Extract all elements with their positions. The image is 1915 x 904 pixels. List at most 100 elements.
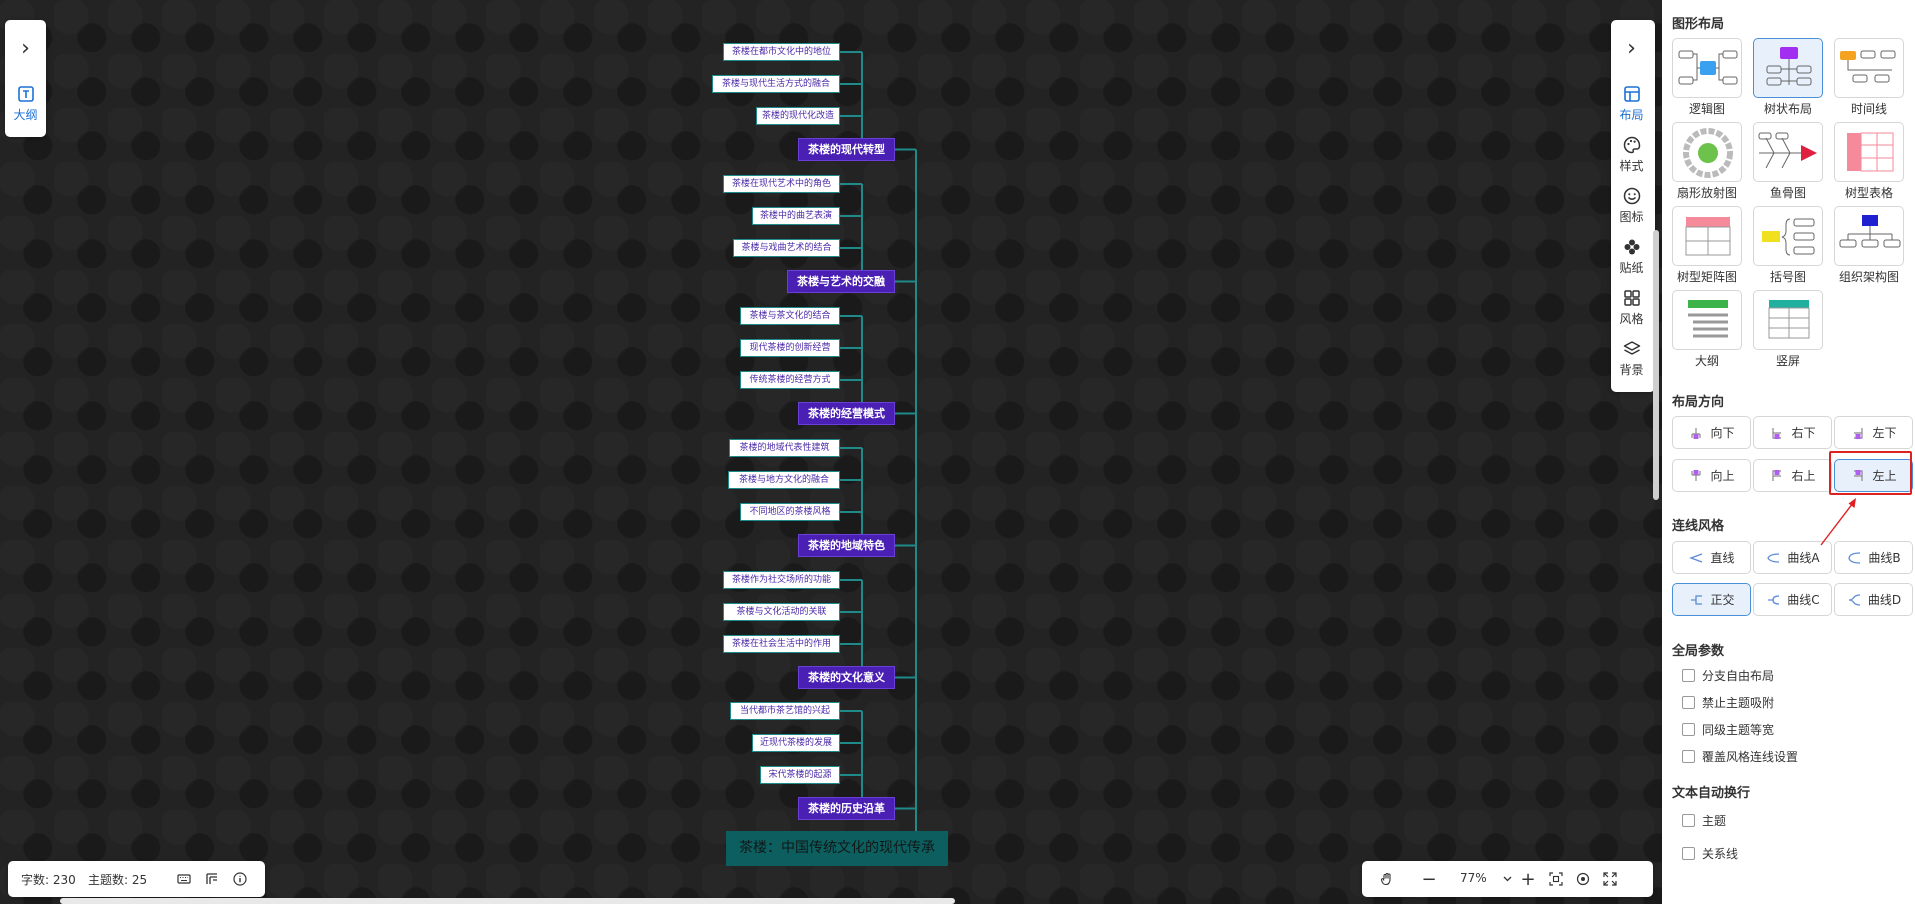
zoom-in-button[interactable]: + bbox=[1520, 868, 1536, 890]
checkbox[interactable] bbox=[1682, 696, 1695, 709]
line-style-option-label: 曲线C bbox=[1787, 593, 1820, 607]
checkbox[interactable] bbox=[1682, 814, 1695, 827]
sub-topic[interactable]: 茶楼与现代生活方式的融合 bbox=[712, 75, 840, 93]
line-style-option-label: 正交 bbox=[1710, 593, 1735, 607]
sub-topic[interactable]: 当代都市茶艺馆的兴起 bbox=[730, 702, 840, 720]
sub-topic[interactable]: 茶楼在社会生活中的作用 bbox=[723, 635, 840, 653]
fullscreen-button[interactable] bbox=[1600, 869, 1620, 889]
direction-option[interactable]: 右上 bbox=[1753, 459, 1832, 492]
fit-canvas-button[interactable] bbox=[1546, 869, 1566, 889]
global-option-label: 禁止主题吸附 bbox=[1702, 696, 1775, 710]
sub-topic[interactable]: 茶楼在现代艺术中的角色 bbox=[723, 175, 840, 193]
zoom-level[interactable]: 77% bbox=[1460, 871, 1487, 885]
direction-option[interactable]: 右下 bbox=[1753, 416, 1832, 449]
mini-map-icon[interactable] bbox=[205, 872, 219, 886]
vertical-scrollbar[interactable] bbox=[1653, 230, 1659, 500]
sub-topic[interactable]: 茶楼的地域代表性建筑 bbox=[729, 439, 840, 457]
sub-topic[interactable]: 茶楼与地方文化的融合 bbox=[728, 471, 840, 489]
branch-topic[interactable]: 茶楼的地域特色 bbox=[798, 534, 895, 557]
sub-topic[interactable]: 茶楼中的曲艺表演 bbox=[752, 207, 840, 225]
checkbox[interactable] bbox=[1682, 723, 1695, 736]
sub-topic[interactable]: 现代茶楼的创新经营 bbox=[740, 339, 840, 357]
branch-topic[interactable]: 茶楼的经营模式 bbox=[798, 402, 895, 425]
layout-logic-card[interactable] bbox=[1672, 38, 1742, 98]
sub-topic[interactable]: 茶楼在都市文化中的地位 bbox=[723, 43, 840, 61]
layout-org-chart-card[interactable] bbox=[1834, 206, 1904, 266]
text-wrap-checkbox[interactable]: 主题 bbox=[1682, 812, 1726, 829]
hand-tool-button[interactable] bbox=[1377, 869, 1397, 889]
layout-bracket-card[interactable] bbox=[1753, 206, 1823, 266]
branch-topic[interactable]: 茶楼的现代转型 bbox=[798, 138, 895, 161]
layout-outline-card[interactable] bbox=[1672, 290, 1742, 350]
tool-background[interactable]: 背景 bbox=[1611, 339, 1652, 378]
direction-option[interactable]: 向上 bbox=[1672, 459, 1751, 492]
info-icon[interactable] bbox=[233, 872, 247, 886]
fan-radial-thumbnail-icon bbox=[1683, 128, 1733, 178]
sub-topic[interactable]: 不同地区的茶楼风格 bbox=[740, 503, 840, 521]
direction-option-label: 右下 bbox=[1791, 426, 1816, 440]
topic-count: 主题数: 25 bbox=[88, 873, 148, 887]
tool-layout[interactable]: 布局 bbox=[1611, 84, 1652, 123]
line-style-option[interactable]: 曲线C bbox=[1753, 583, 1832, 616]
sub-topic[interactable]: 传统茶楼的经营方式 bbox=[740, 371, 840, 389]
checkbox[interactable] bbox=[1682, 750, 1695, 763]
mindmap-canvas[interactable]: 茶楼：中国传统文化的现代传承 茶楼的现代转型 茶楼在都市文化中的地位茶楼与现代生活方… bbox=[0, 0, 1662, 904]
sub-topic[interactable]: 宋代茶楼的起源 bbox=[760, 766, 840, 784]
direction-option[interactable]: 左下 bbox=[1834, 416, 1913, 449]
text-wrap-checkbox[interactable]: 关系线 bbox=[1682, 845, 1738, 862]
layout-portrait-card[interactable] bbox=[1753, 290, 1823, 350]
tool-sticker-label: 贴纸 bbox=[1619, 261, 1644, 275]
layout-tree-table-card[interactable] bbox=[1834, 122, 1904, 182]
direction-option[interactable]: 左上 bbox=[1834, 459, 1913, 492]
sub-topic[interactable]: 近现代茶楼的发展 bbox=[752, 734, 840, 752]
global-option-checkbox[interactable]: 覆盖风格连线设置 bbox=[1682, 748, 1798, 765]
sub-topic[interactable]: 茶楼与茶文化的结合 bbox=[740, 307, 840, 325]
bracket-thumbnail-icon bbox=[1762, 218, 1815, 256]
tool-theme[interactable]: 风格 bbox=[1611, 288, 1652, 327]
center-root-button[interactable] bbox=[1573, 869, 1593, 889]
layout-timeline-card[interactable] bbox=[1834, 38, 1904, 98]
layout-fan-card[interactable] bbox=[1672, 122, 1742, 182]
global-option-checkbox[interactable]: 分支自由布局 bbox=[1682, 667, 1774, 684]
checkbox[interactable] bbox=[1682, 847, 1695, 860]
global-params-section-title: 全局参数 bbox=[1672, 644, 1725, 659]
branch-topic[interactable]: 茶楼的历史沿革 bbox=[798, 797, 895, 820]
layout-fishbone-card[interactable] bbox=[1753, 122, 1823, 182]
expand-right-chevron-icon[interactable]: › bbox=[1627, 36, 1636, 61]
line-style-option[interactable]: 曲线B bbox=[1834, 541, 1913, 574]
portrait-thumbnail-icon bbox=[1768, 300, 1810, 339]
global-option-checkbox[interactable]: 同级主题等宽 bbox=[1682, 721, 1774, 738]
line-style-option-label: 直线 bbox=[1710, 551, 1735, 565]
left-floating-panel: › 大纲 bbox=[5, 20, 46, 137]
highlight-annotation-box bbox=[1829, 451, 1912, 495]
root-topic[interactable]: 茶楼：中国传统文化的现代传承 bbox=[726, 831, 948, 866]
direction-icon bbox=[1772, 469, 1782, 481]
direction-option[interactable]: 向下 bbox=[1672, 416, 1751, 449]
global-option-checkbox[interactable]: 禁止主题吸附 bbox=[1682, 694, 1774, 711]
checkbox[interactable] bbox=[1682, 669, 1695, 682]
global-option-label: 覆盖风格连线设置 bbox=[1702, 750, 1799, 764]
layout-tree-card[interactable] bbox=[1753, 38, 1823, 98]
sub-topic[interactable]: 茶楼与戏曲艺术的结合 bbox=[733, 239, 840, 257]
branch-topic[interactable]: 茶楼与艺术的交融 bbox=[787, 270, 895, 293]
sub-topic[interactable]: 茶楼与文化活动的关联 bbox=[723, 603, 840, 621]
line-style-option[interactable]: 曲线A bbox=[1753, 541, 1832, 574]
zoom-out-button[interactable]: − bbox=[1421, 868, 1437, 890]
tool-style[interactable]: 样式 bbox=[1611, 135, 1652, 174]
line-style-option[interactable]: 直线 bbox=[1672, 541, 1751, 574]
line-style-option[interactable]: 正交 bbox=[1672, 583, 1751, 616]
sub-topic[interactable]: 茶楼作为社交场所的功能 bbox=[723, 571, 840, 589]
keyboard-icon[interactable] bbox=[177, 872, 191, 886]
horizontal-scrollbar[interactable] bbox=[60, 898, 955, 904]
tool-layout-label: 布局 bbox=[1619, 108, 1644, 122]
expand-left-chevron-icon[interactable]: › bbox=[21, 36, 30, 61]
chevron-down-icon[interactable] bbox=[1503, 875, 1512, 883]
tool-icon[interactable]: 图标 bbox=[1611, 186, 1652, 225]
tool-sticker[interactable]: 贴纸 bbox=[1611, 237, 1652, 276]
outline-button[interactable]: 大纲 bbox=[5, 84, 46, 123]
sub-topic[interactable]: 茶楼的现代化改造 bbox=[756, 107, 840, 125]
layers-icon bbox=[1623, 341, 1640, 355]
layout-tree-matrix-card[interactable] bbox=[1672, 206, 1742, 266]
line-style-option[interactable]: 曲线D bbox=[1834, 583, 1913, 616]
branch-topic[interactable]: 茶楼的文化意义 bbox=[798, 666, 895, 689]
